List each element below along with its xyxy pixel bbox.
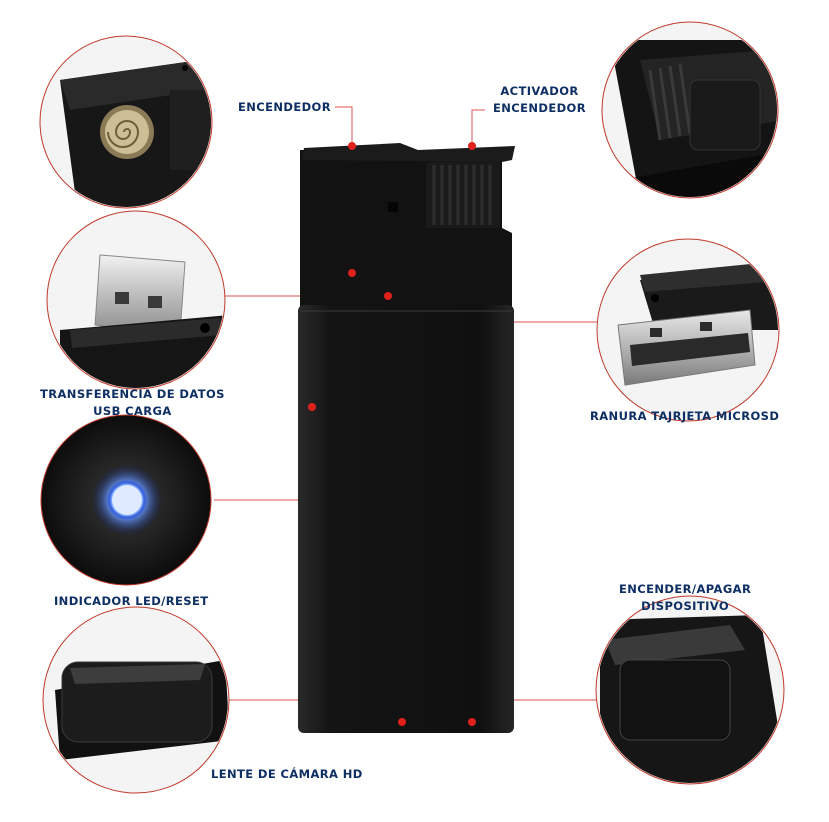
label-encender-line2: DISPOSITIVO bbox=[641, 599, 730, 613]
label-encender-apagar: ENCENDER/APAGAR DISPOSITIVO bbox=[619, 581, 751, 615]
label-indicador: INDICADOR LED/RESET bbox=[54, 594, 209, 608]
detail-circle-power bbox=[595, 595, 785, 785]
label-activador-line2: ENCENDEDOR bbox=[493, 101, 586, 115]
detail-circle-lens bbox=[42, 606, 230, 794]
label-activador-encendedor: ACTIVADOR ENCENDEDOR bbox=[493, 83, 586, 117]
lighter-device bbox=[298, 143, 515, 733]
detail-circle-microsd bbox=[596, 238, 780, 422]
label-transferencia-line2: USB CARGA bbox=[93, 404, 172, 418]
label-transferencia: TRANSFERENCIA DE DATOS USB CARGA bbox=[40, 386, 225, 420]
detail-circle-igniter bbox=[39, 35, 213, 209]
label-encendedor: ENCENDEDOR bbox=[238, 100, 331, 114]
detail-circle-led bbox=[40, 414, 212, 586]
callout-dots bbox=[308, 142, 476, 726]
detail-circle-usb bbox=[46, 210, 226, 390]
label-lente: LENTE DE CÁMARA HD bbox=[211, 767, 363, 781]
label-activador-line1: ACTIVADOR bbox=[500, 84, 579, 98]
label-encender-line1: ENCENDER/APAGAR bbox=[619, 582, 752, 596]
label-transferencia-line1: TRANSFERENCIA DE DATOS bbox=[40, 387, 225, 401]
detail-circle-ignition-button bbox=[601, 21, 779, 199]
label-ranura: RANURA TAJRJETA MICROSD bbox=[590, 409, 780, 423]
